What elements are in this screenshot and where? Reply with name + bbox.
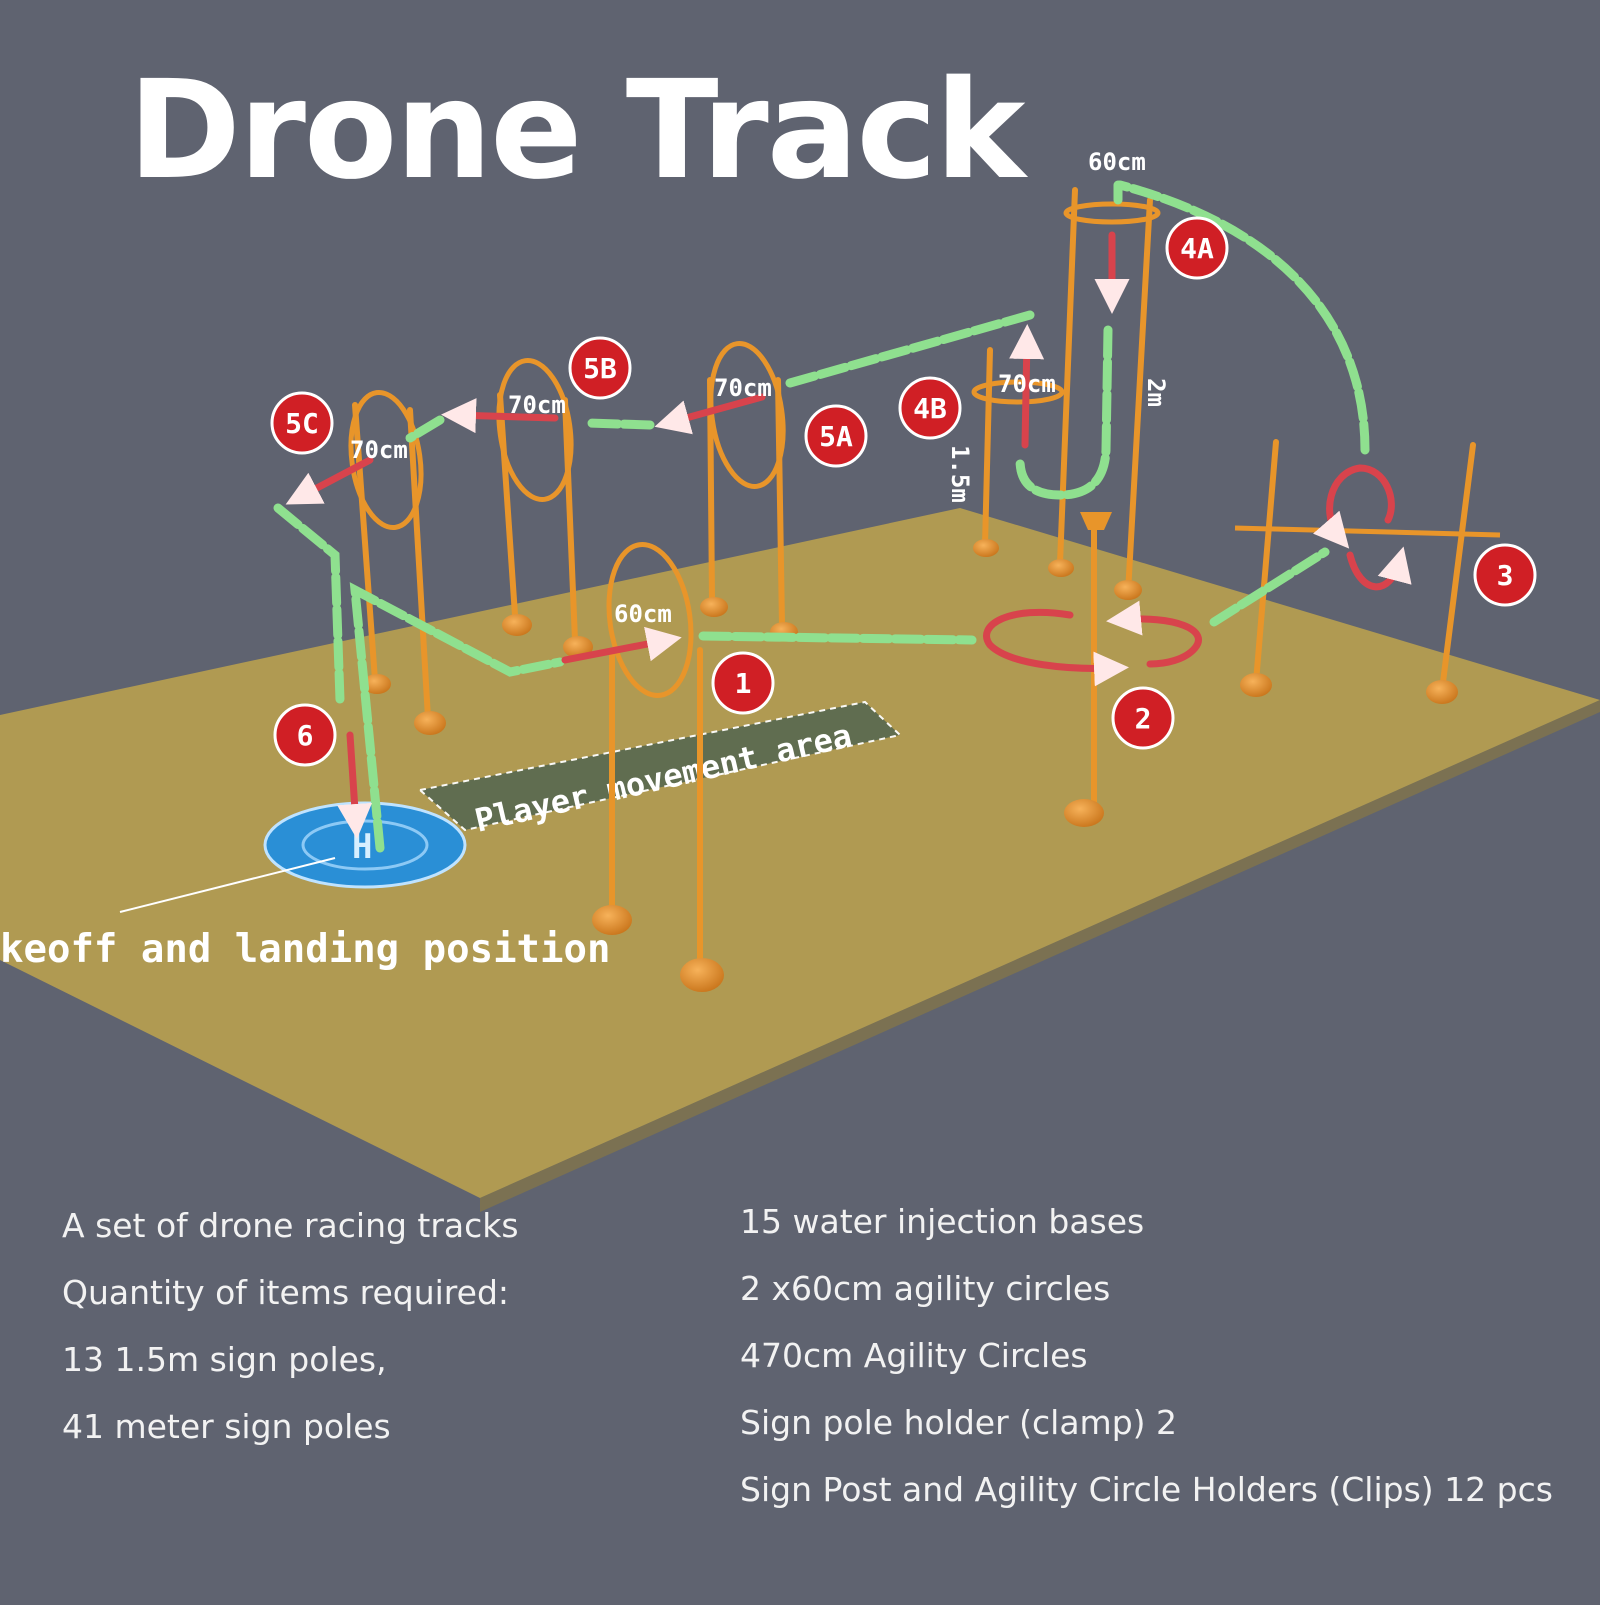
dim-60cm-top: 60cm — [1088, 148, 1146, 176]
svg-text:3: 3 — [1497, 559, 1514, 592]
desc-right-line-4: Sign pole holder (clamp) 2 — [740, 1403, 1178, 1442]
badge-5c: 5C — [270, 391, 334, 455]
gate-3-bar — [1234, 525, 1501, 538]
floor — [0, 508, 1600, 1198]
svg-text:4A: 4A — [1180, 232, 1214, 265]
agility-rings — [348, 201, 1161, 698]
takeoff-pointer-line — [119, 857, 336, 913]
desc-left-line-2: Quantity of items required: — [62, 1273, 510, 1312]
badge-3: 3 — [1473, 543, 1537, 607]
svg-text:H: H — [352, 827, 372, 867]
flight-path — [273, 180, 1370, 853]
dim-60cm-gate1: 60cm — [614, 600, 672, 628]
landing-pad: H — [263, 801, 467, 889]
desc-left-line-3: 13 1.5m sign poles, — [62, 1340, 387, 1379]
badge-2: 2 — [1111, 686, 1175, 750]
desc-right-line-3: 470cm Agility Circles — [740, 1336, 1088, 1375]
desc-right-line-5: Sign Post and Agility Circle Holders (Cl… — [740, 1470, 1553, 1509]
dim-2m: 2m — [1142, 378, 1170, 407]
dim-70cm-5b: 70cm — [508, 391, 566, 419]
svg-text:5B: 5B — [583, 352, 617, 385]
svg-text:1: 1 — [735, 667, 752, 700]
poles — [352, 187, 1476, 973]
desc-right-line-2: 2 x60cm agility circles — [740, 1269, 1111, 1308]
badge-1: 1 — [711, 651, 775, 715]
desc-right-line-1: 15 water injection bases — [740, 1202, 1145, 1241]
badge-4b: 4B — [898, 376, 962, 440]
floor-edge — [480, 700, 1600, 1212]
svg-text:4B: 4B — [913, 392, 947, 425]
badge-5a: 5A — [804, 404, 868, 468]
svg-text:5C: 5C — [285, 407, 319, 440]
svg-text:6: 6 — [297, 719, 314, 752]
water-injection-bases — [363, 539, 1458, 992]
desc-left-line-1: A set of drone racing tracks — [62, 1206, 519, 1245]
takeoff-label: keoff and landing position — [0, 927, 610, 972]
dim-1-5m: 1.5m — [946, 445, 974, 503]
pole-holder-cup — [1080, 512, 1112, 530]
svg-text:5A: 5A — [819, 420, 853, 453]
dim-70cm-5c: 70cm — [350, 436, 408, 464]
player-movement-area — [417, 700, 903, 832]
dim-70cm-4b: 70cm — [998, 370, 1056, 398]
badge-4a: 4A — [1165, 216, 1229, 280]
page-title: Drone Track — [128, 52, 1026, 210]
badge-6: 6 — [273, 703, 337, 767]
badge-5b: 5B — [568, 336, 632, 400]
direction-arrows — [285, 231, 1412, 839]
desc-left-line-4: 41 meter sign poles — [62, 1407, 391, 1446]
dim-70cm-5a: 70cm — [714, 374, 772, 402]
svg-text:2: 2 — [1135, 702, 1152, 735]
